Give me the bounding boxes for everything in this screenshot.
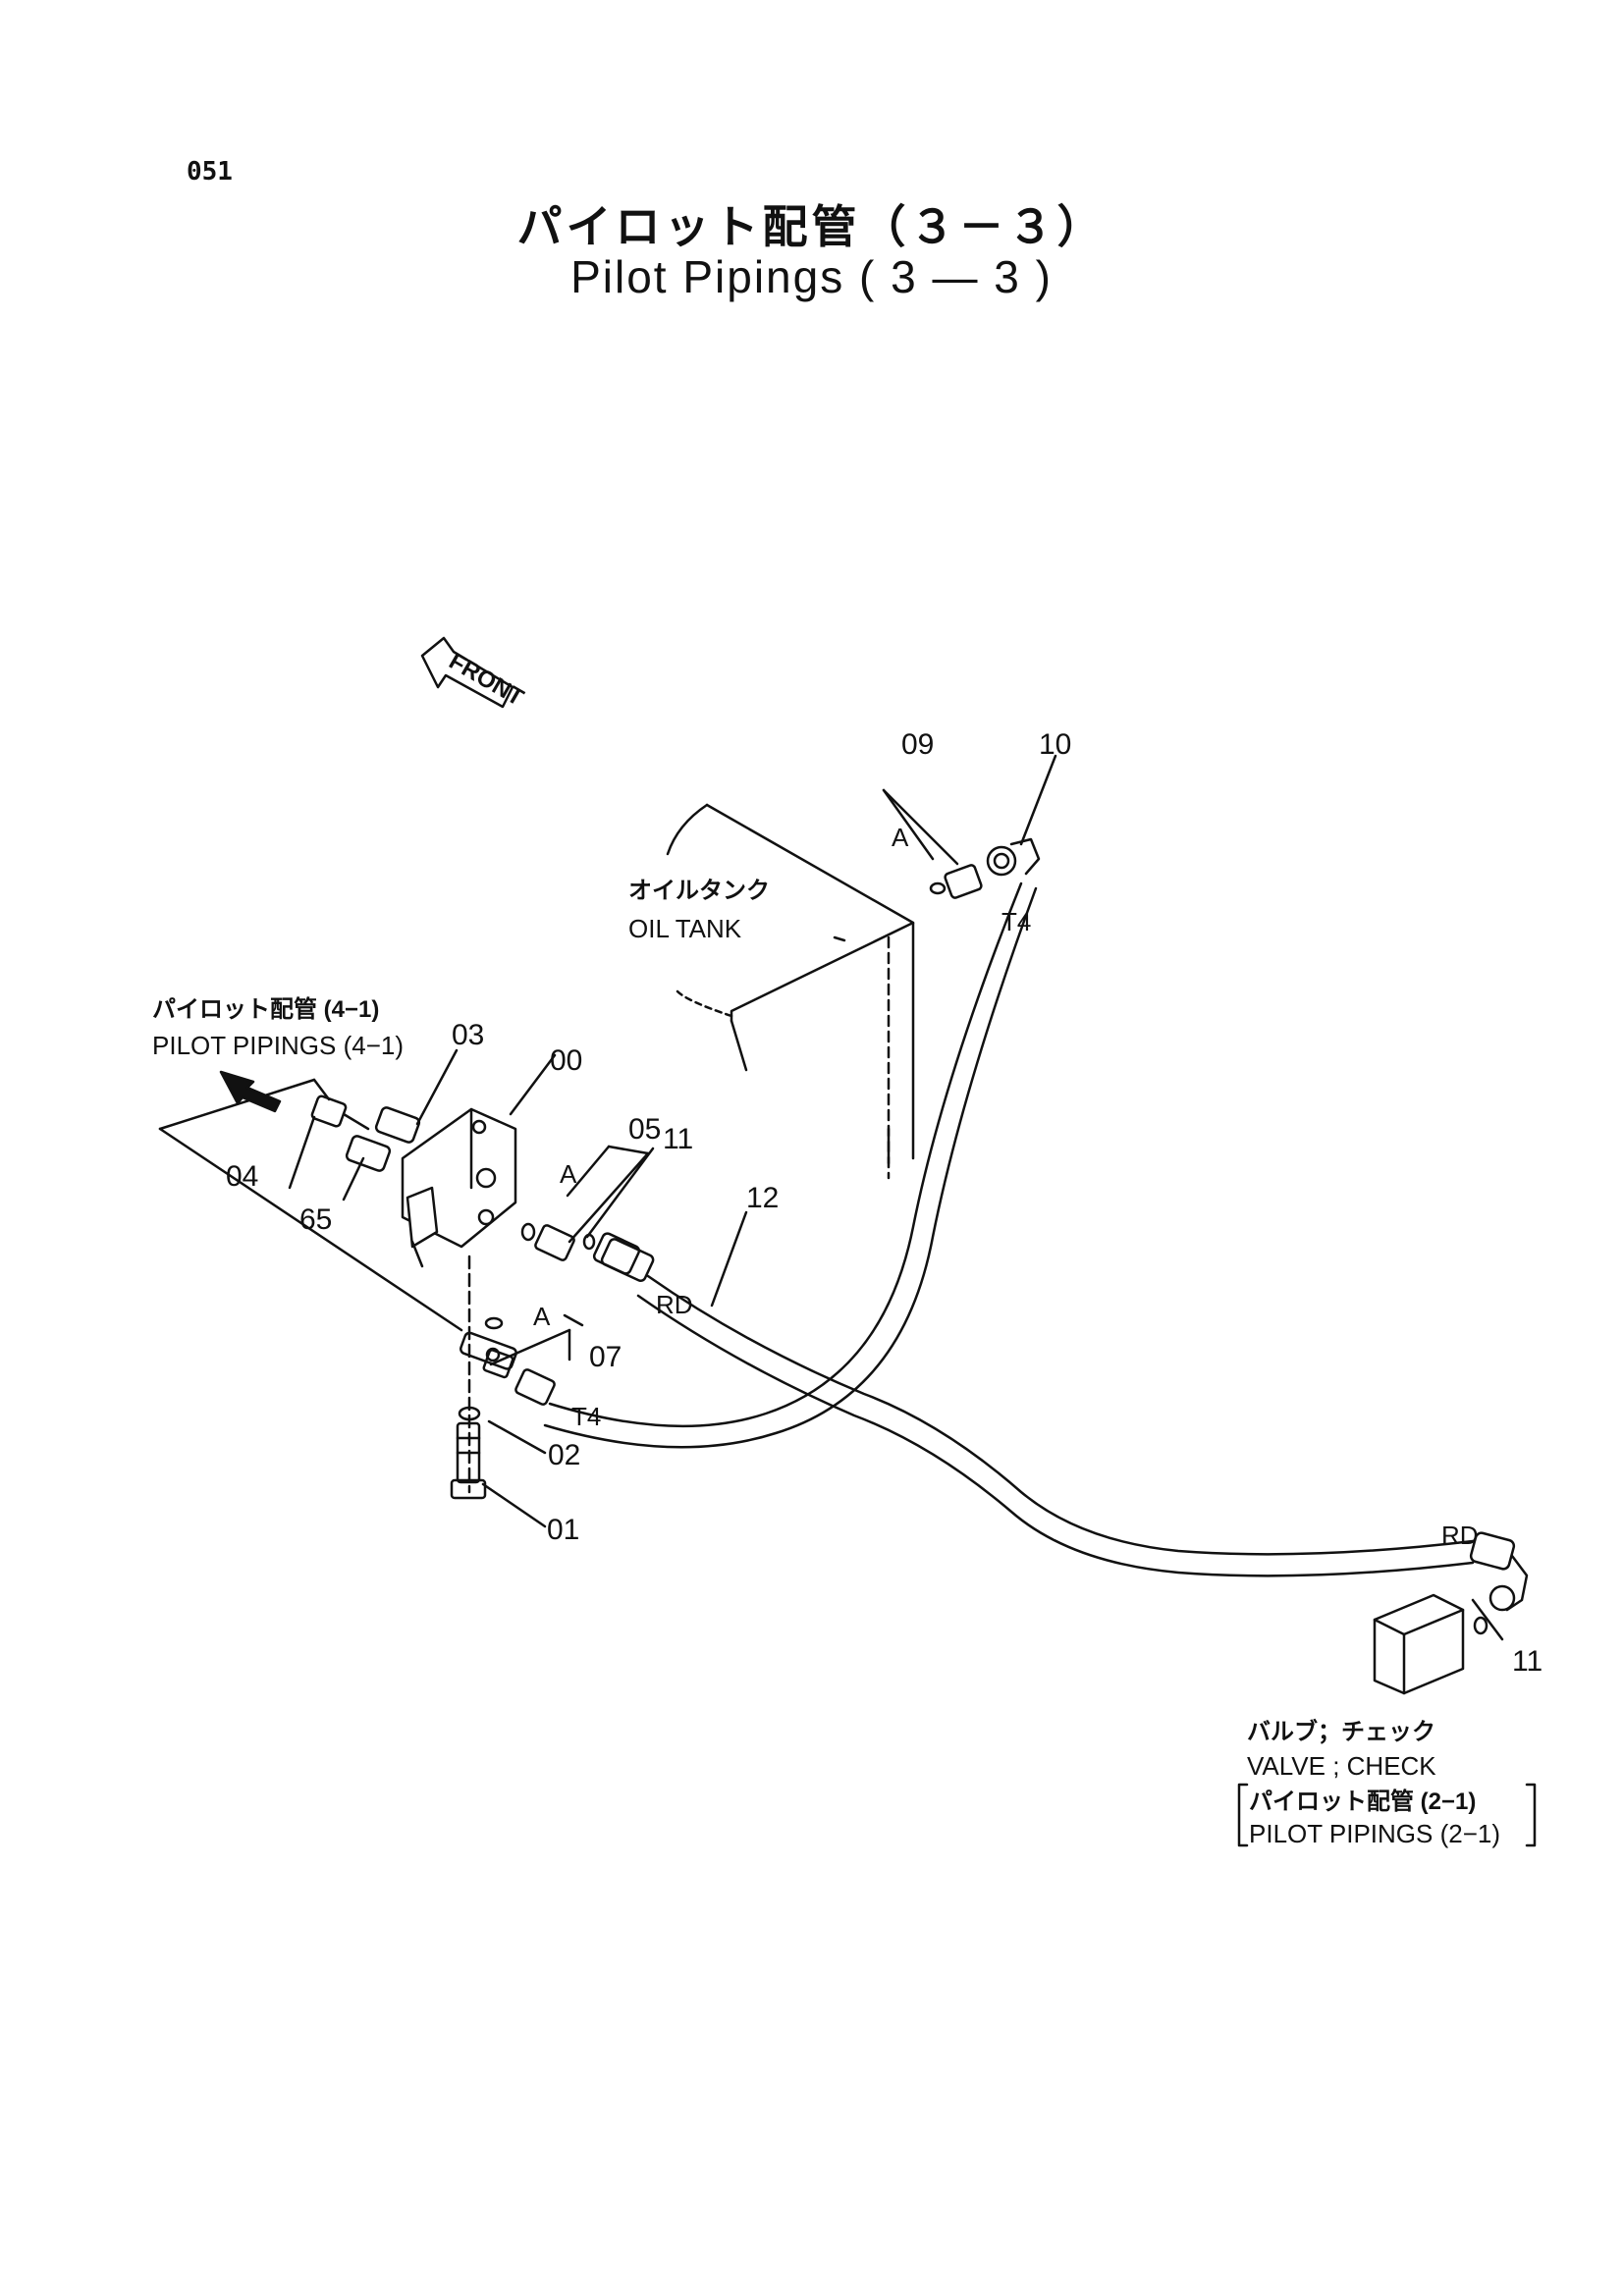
valve-check-label-ja: バルブ；チェック (1247, 1718, 1435, 1745)
valve-check-ref-ja: パイロット配管 (2−1) (1249, 1788, 1476, 1815)
part-number-02: 02 (548, 1439, 580, 1471)
oil-tank-label-en: OIL TANK (628, 914, 742, 943)
part-number-11-a: 11 (663, 1123, 693, 1155)
pilot-valve-block (401, 1107, 517, 1268)
page-number: 051 (187, 157, 233, 187)
o-rings (458, 881, 1488, 1635)
hose-rd (600, 1238, 1529, 1612)
hose-tag-rd-2: RD (1441, 1521, 1479, 1550)
part-number-12: 12 (746, 1182, 779, 1214)
leader-lines (158, 754, 1504, 1641)
bolt (450, 1421, 487, 1500)
part-number-05: 05 (628, 1113, 661, 1146)
page-title-japanese: パイロット配管（３－３） (516, 200, 1107, 253)
detail-mark-a3: A (533, 1302, 551, 1331)
detail-mark-a1: A (892, 823, 909, 852)
front-arrow-icon (420, 636, 514, 709)
valve-check-label-en: VALVE ; CHECK (1247, 1751, 1436, 1781)
ref-bracket-left (1237, 1783, 1249, 1847)
hose-tag-t4-2: T4 (571, 1402, 601, 1431)
part-number-04: 04 (226, 1160, 258, 1193)
part-number-11-b: 11 (1512, 1645, 1542, 1678)
fittings-left (310, 1095, 421, 1172)
hose-tag-t4-1: T4 (1001, 907, 1031, 936)
adapters (460, 837, 1041, 1406)
ref-pilot-4-1-ja: パイロット配管 (4−1) (152, 995, 379, 1023)
oil-tank-label-ja: オイルタンク (628, 878, 770, 904)
hose-t4 (543, 881, 1038, 1449)
part-number-09: 09 (901, 728, 934, 761)
part-number-00: 00 (550, 1044, 582, 1077)
hose-tag-rd-1: RD (656, 1290, 693, 1319)
check-valve (1373, 1593, 1465, 1695)
pilot-pipings-arrow-icon (219, 1070, 282, 1113)
oil-tank-outline (666, 803, 915, 1180)
ref-bracket-right (1525, 1783, 1537, 1847)
part-number-65: 65 (299, 1203, 332, 1236)
part-number-07: 07 (589, 1341, 622, 1373)
ref-pilot-4-1-en: PILOT PIPINGS (4−1) (152, 1031, 404, 1060)
part-number-03: 03 (452, 1019, 484, 1051)
part-number-01: 01 (547, 1514, 579, 1546)
valve-check-ref-en: PILOT PIPINGS (2−1) (1249, 1819, 1500, 1848)
page-title-english: Pilot Pipings ( 3 — 3 ) (570, 251, 1053, 302)
part-number-10: 10 (1039, 728, 1071, 761)
detail-mark-a2: A (560, 1159, 577, 1189)
